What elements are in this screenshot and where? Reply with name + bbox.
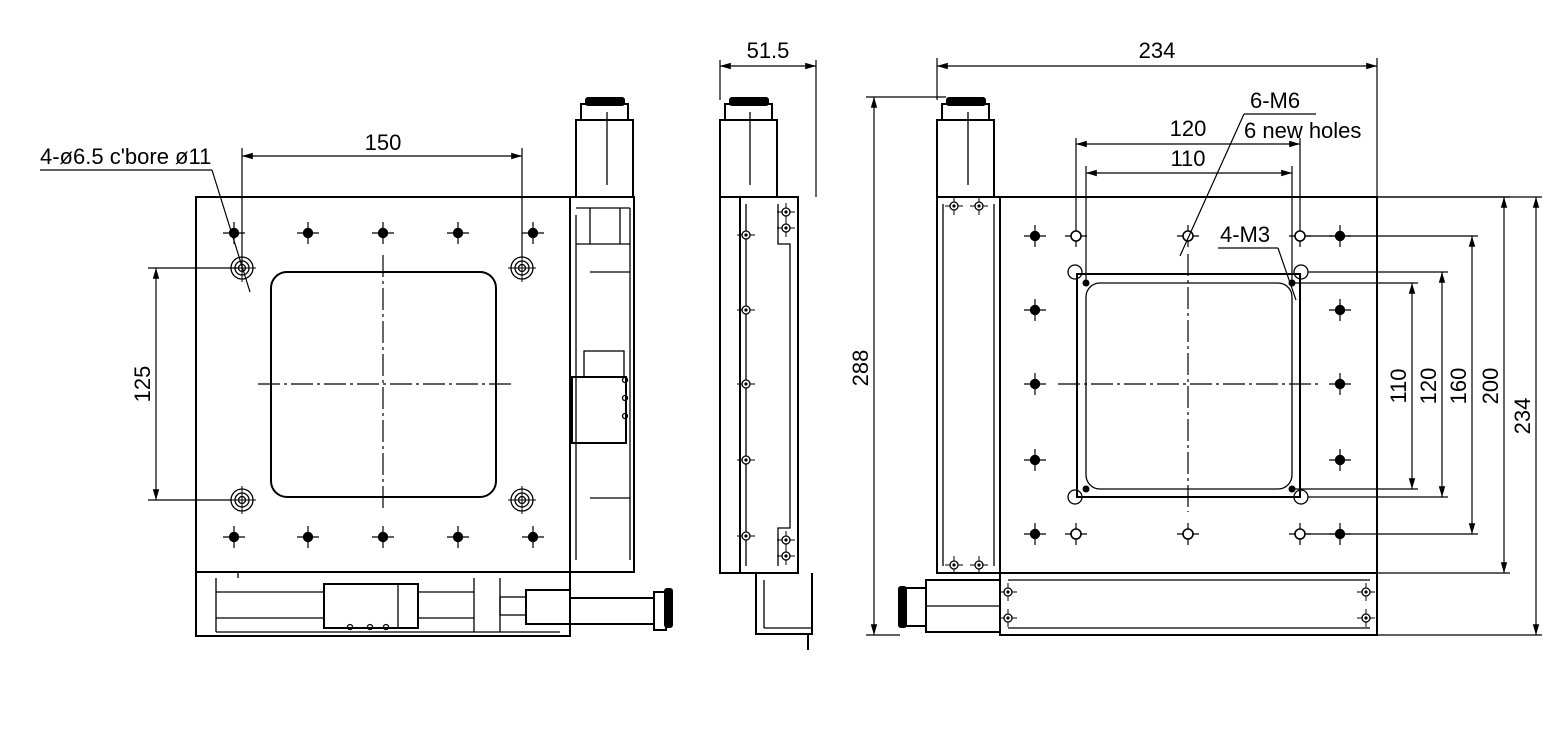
top-aperture-inner — [1085, 282, 1293, 490]
top-view: 234 288 234 120 110 110 120 — [848, 38, 1542, 636]
dim-120-h-text: 120 — [1170, 116, 1207, 141]
dim-110-v-text: 110 — [1386, 368, 1411, 403]
front-side-actuator — [569, 97, 635, 573]
dim-120-v-text: 120 — [1416, 368, 1441, 405]
top-bottom-drive — [999, 572, 1378, 636]
front-view: 150 125 4-ø6.5 c'bore ø11 — [40, 97, 673, 637]
side-stage-body — [719, 196, 799, 574]
dim-125-text: 125 — [130, 366, 155, 403]
front-dim-150: 150 — [241, 130, 523, 270]
m3-label: 4-M3 — [1220, 222, 1270, 247]
front-bottom-actuator — [195, 571, 673, 637]
side-view: 51.5 — [719, 38, 817, 650]
dim-234-right-text: 234 — [1510, 398, 1535, 435]
top-stage-plate — [999, 196, 1378, 574]
dim-150-text: 150 — [365, 130, 402, 155]
dim-288-text: 288 — [848, 350, 873, 387]
counterbore-label: 4-ø6.5 c'bore ø11 — [40, 144, 211, 169]
dim-160-v-text: 160 — [1446, 368, 1471, 405]
top-m3-holes — [1082, 279, 1296, 493]
dim-110-h-text: 110 — [1170, 146, 1205, 171]
front-counterbore-callout: 4-ø6.5 c'bore ø11 — [40, 144, 251, 293]
dim-51-5-text: 51.5 — [747, 38, 790, 63]
top-drive-column — [936, 196, 1001, 574]
new-holes-label: 6 new holes — [1244, 118, 1361, 143]
front-dim-125: 125 — [130, 267, 238, 501]
dim-234-top-text: 234 — [1139, 38, 1176, 63]
dim-200-v-text: 200 — [1478, 368, 1503, 405]
m6-label: 6-M6 — [1250, 88, 1300, 113]
